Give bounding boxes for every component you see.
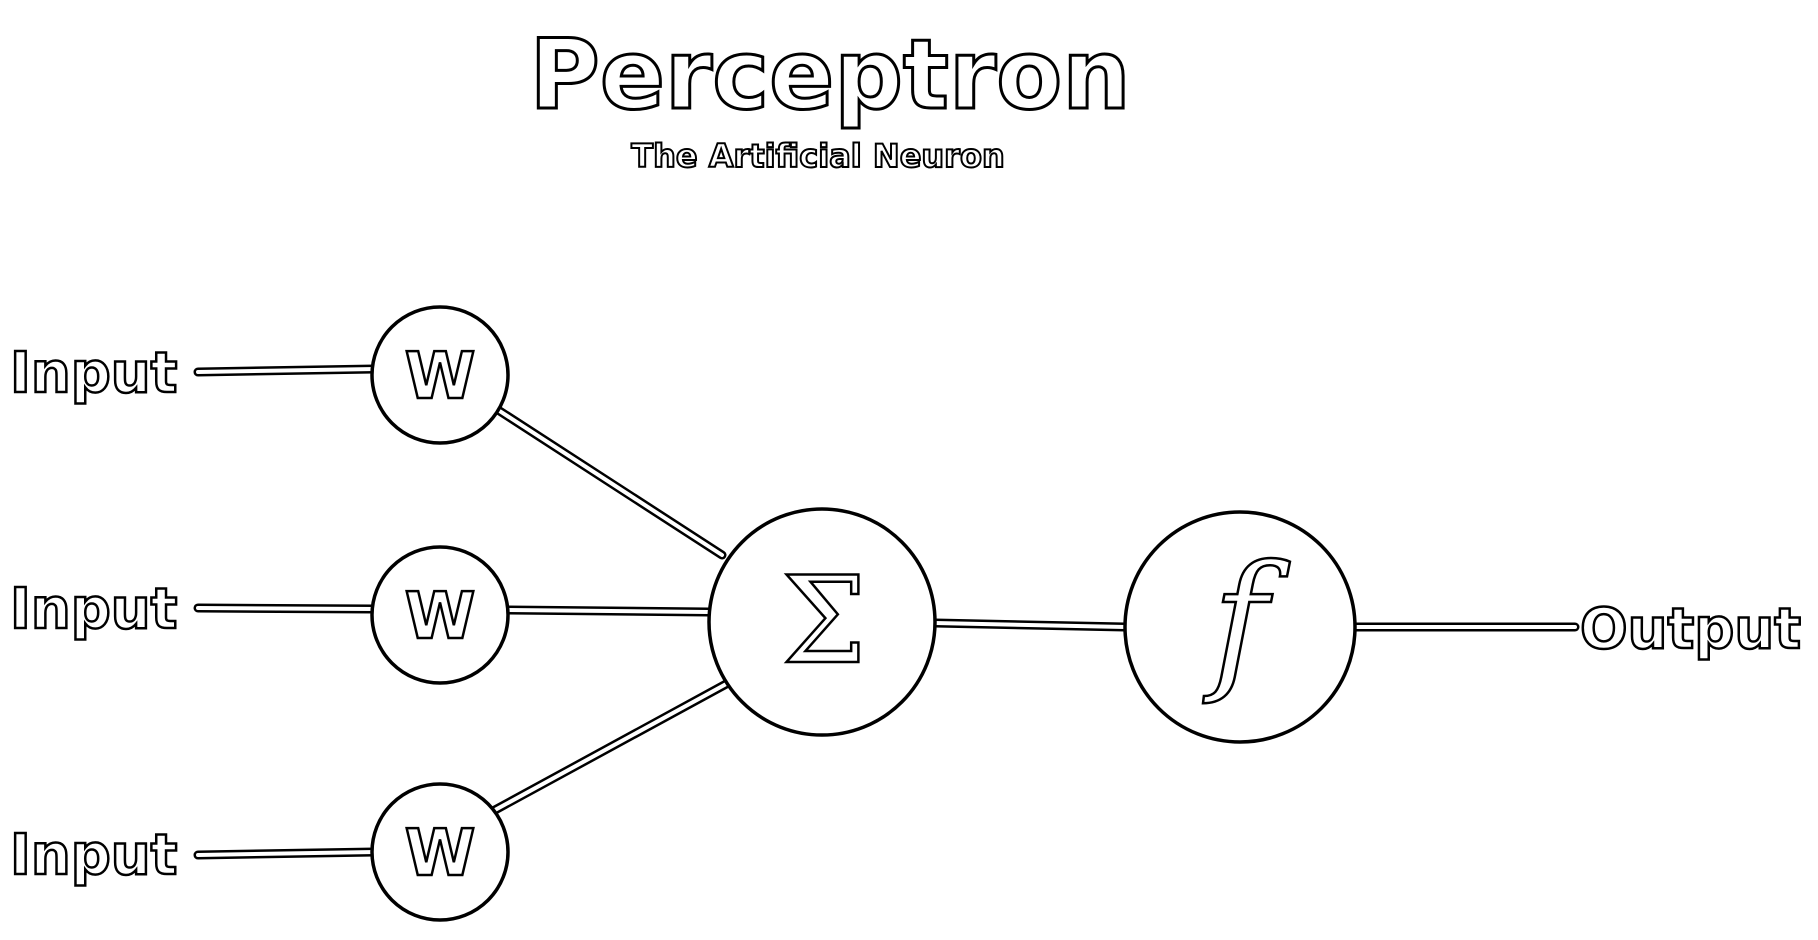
input-edge-2 [193,603,380,614]
weight-node-1: W [370,305,510,445]
weight-node-2: W [370,545,510,685]
weight-edges [490,403,733,815]
sum-to-activation-edge [930,618,1130,632]
weight-edge-1 [490,403,727,560]
summation-symbol: Σ [782,552,867,691]
diagram-title: Perceptron [529,19,1130,131]
input-edge-1 [193,364,380,377]
input-label-3: Input [10,823,177,888]
activation-node: f [1123,510,1357,744]
weight-node-3: W [370,782,510,922]
output-label: Output [1580,597,1801,662]
input-label-1: Input [10,341,177,406]
summation-node: Σ [707,507,937,737]
diagram-subtitle: The Artificial Neuron [631,137,1004,175]
weight-label: W [405,340,476,414]
weight-label: W [405,580,476,654]
weight-edge-3 [490,678,733,815]
input-edges [193,364,380,860]
input-edge-3 [193,847,380,860]
weight-edge-2 [500,605,713,617]
weight-label: W [405,817,476,891]
input-label-2: Input [10,577,177,642]
